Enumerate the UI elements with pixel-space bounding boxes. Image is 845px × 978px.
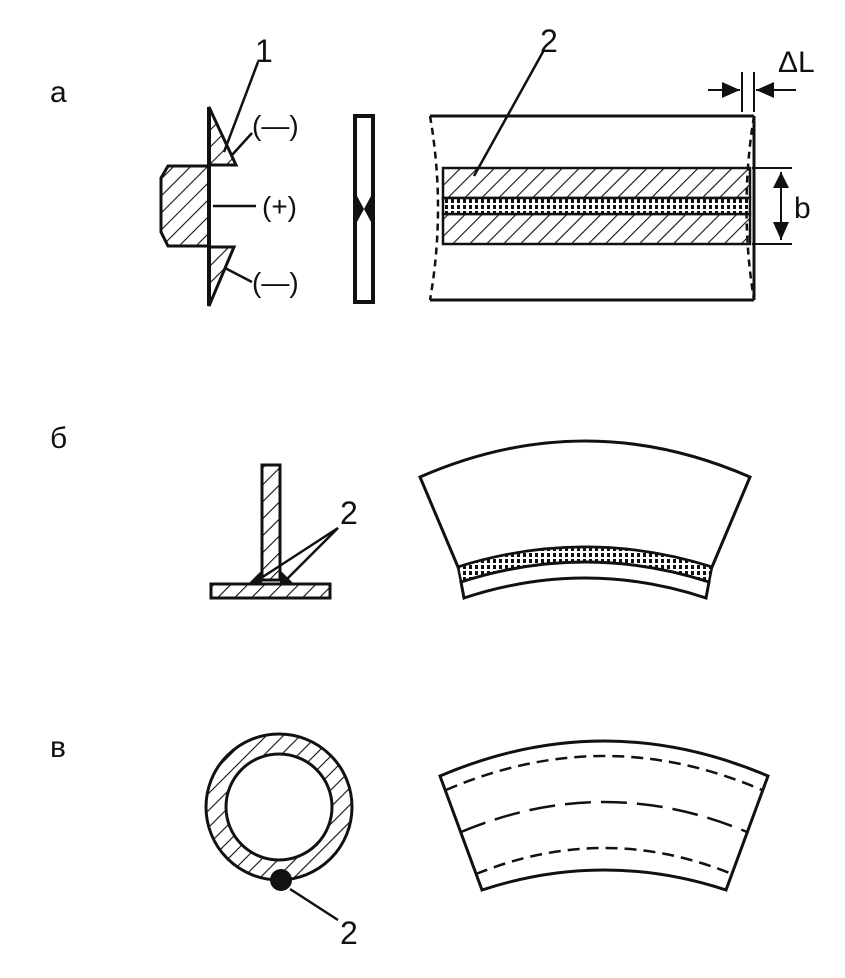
bent-tube-side-view xyxy=(438,739,770,892)
shrinkage-dimension xyxy=(708,72,796,112)
panel-label-c: в xyxy=(50,731,66,764)
butt-joint-edge-view xyxy=(353,114,375,304)
stress-sign-top: (—) xyxy=(252,110,299,141)
tee-joint-cross-section xyxy=(209,463,339,600)
width-dimension xyxy=(752,167,792,245)
leader-line-1 xyxy=(222,61,260,153)
stress-sign-bottom: (—) xyxy=(252,267,299,298)
panel-label-a: а xyxy=(50,76,67,109)
dimension-delta-l: ΔL xyxy=(778,46,815,79)
panel-label-b: б xyxy=(50,422,67,455)
butt-welded-plate-top-view xyxy=(428,49,756,302)
callout-weld-2-c: 2 xyxy=(340,915,358,951)
dimension-b: b xyxy=(794,192,811,225)
tube-cross-section xyxy=(204,732,354,922)
bent-tee-beam xyxy=(418,439,752,600)
stress-sign-middle: (+) xyxy=(262,191,297,222)
residual-stress-diagram xyxy=(159,61,260,307)
callout-weld-2-a: 2 xyxy=(540,23,558,59)
callout-weld-2-b: 2 xyxy=(340,495,358,531)
callout-part-1: 1 xyxy=(255,33,273,69)
